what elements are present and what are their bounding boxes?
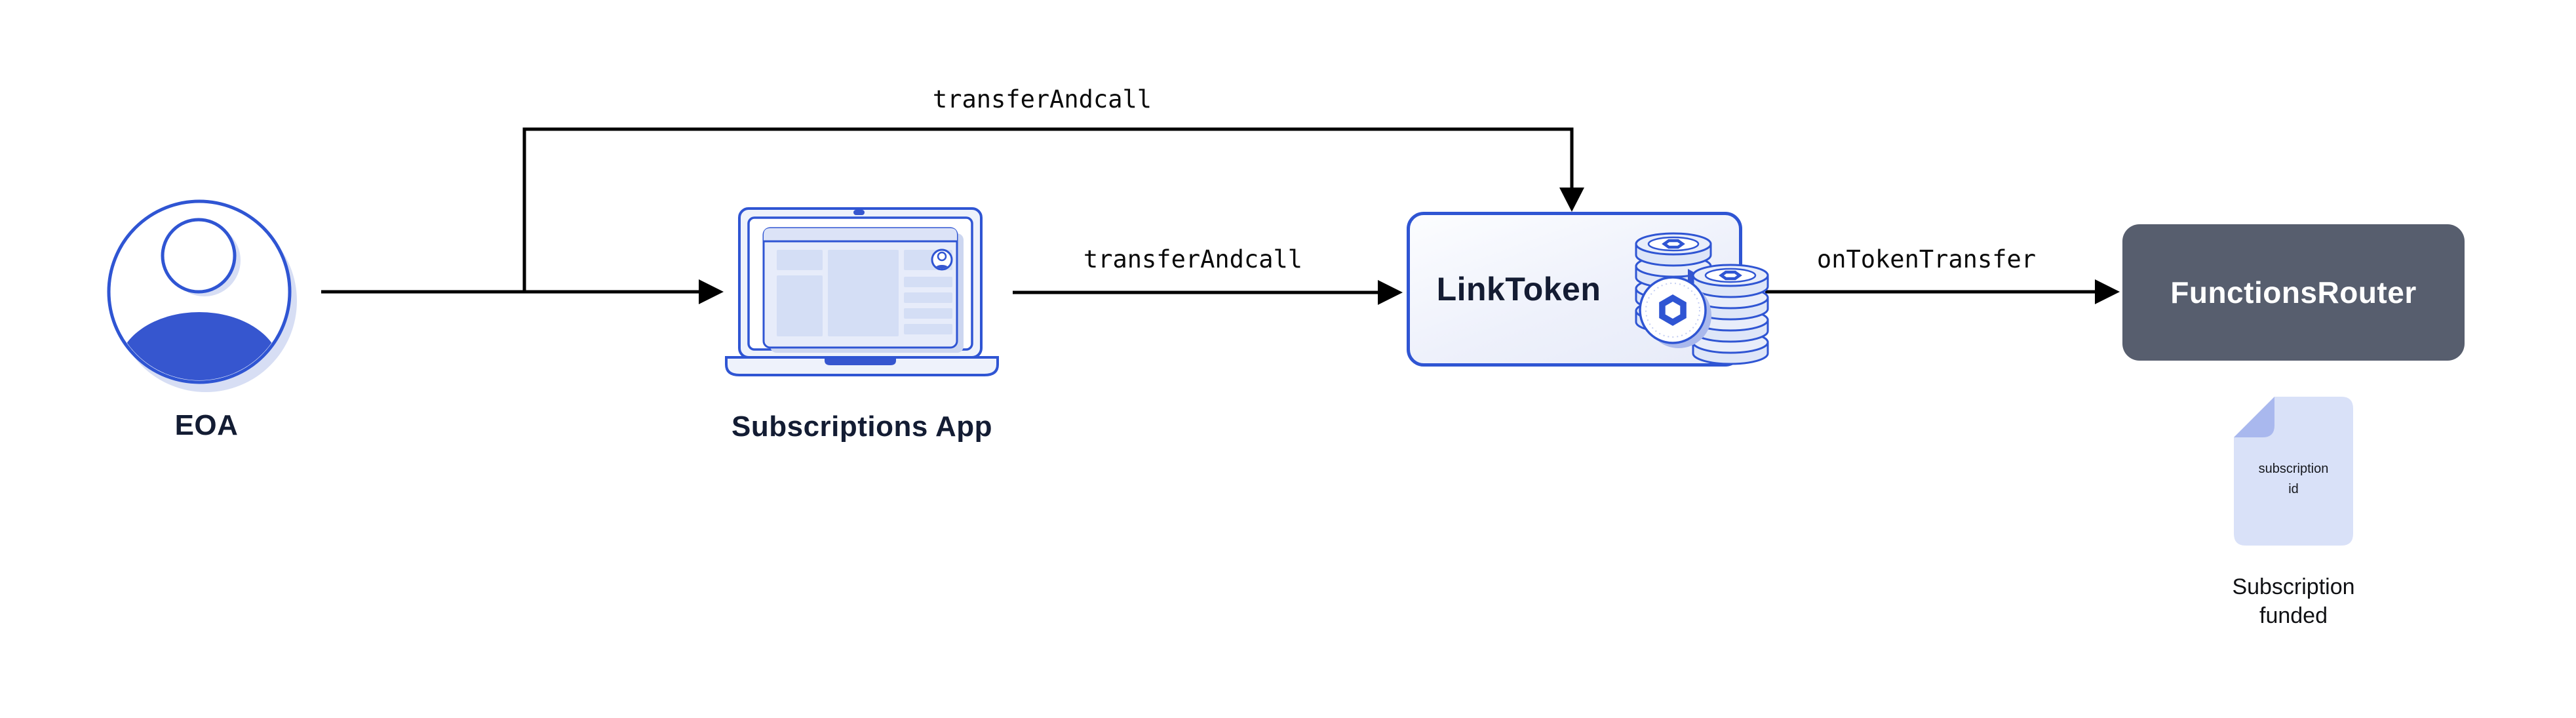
node-eoa-label: EOA bbox=[174, 409, 239, 441]
document-icon bbox=[2234, 397, 2353, 546]
arrowhead-into-linktoken-left-icon bbox=[1378, 280, 1403, 305]
document-text: subscription id bbox=[2234, 459, 2353, 500]
laptop-icon bbox=[725, 207, 999, 376]
browser-content-blocks bbox=[777, 250, 952, 336]
document-text-line2: id bbox=[2288, 482, 2299, 496]
node-link-token-label: LinkToken bbox=[1436, 271, 1601, 308]
document-text-line1: subscription bbox=[2258, 462, 2329, 476]
edge-label-transferandcall-mid: transferAndcall bbox=[1083, 245, 1303, 273]
laptop-base bbox=[725, 356, 999, 376]
front-coin-dotted-ring bbox=[1645, 283, 1700, 338]
node-functions-router: FunctionsRouter bbox=[2122, 224, 2465, 361]
link-coins-icon bbox=[1635, 232, 1769, 365]
eoa-user-icon bbox=[107, 199, 297, 392]
subscription-funded-caption: Subscription funded bbox=[2195, 572, 2392, 630]
caption-line2: funded bbox=[2259, 603, 2328, 628]
browser-avatar-head bbox=[937, 251, 947, 262]
chainlink-hexagon-logo bbox=[1659, 294, 1687, 326]
edge-label-ontokentransfer: onTokenTransfer bbox=[1816, 245, 2037, 273]
laptop-camera-dot bbox=[853, 210, 865, 215]
eoa-head bbox=[161, 218, 237, 294]
arrowhead-into-router-icon bbox=[2095, 279, 2120, 304]
arrowhead-into-linktoken-top-icon bbox=[1559, 188, 1584, 212]
document-fold bbox=[2234, 397, 2274, 437]
arrowhead-into-app-icon bbox=[699, 279, 724, 304]
node-functions-router-label: FunctionsRouter bbox=[2170, 275, 2417, 309]
front-coin bbox=[1639, 276, 1707, 344]
edge-bypass-line bbox=[522, 127, 1574, 292]
caption-line1: Subscription bbox=[2232, 574, 2355, 599]
laptop-base-notch bbox=[825, 359, 896, 365]
node-subscriptions-app-label: Subscriptions App bbox=[732, 410, 992, 443]
edge-label-transferandcall-top: transferAndcall bbox=[932, 85, 1152, 113]
eoa-shoulders bbox=[118, 312, 281, 380]
browser-topbar bbox=[764, 228, 957, 241]
